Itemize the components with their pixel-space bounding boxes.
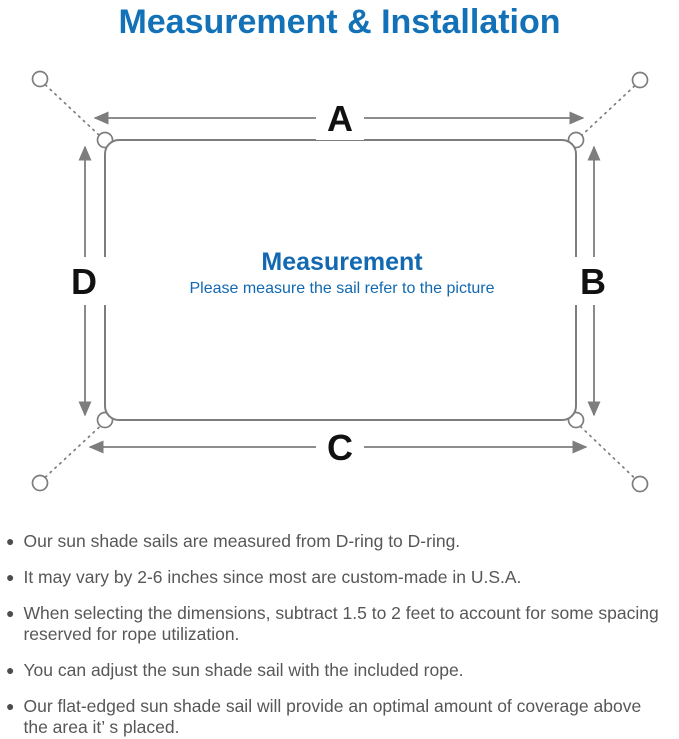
anchor-ring-top-right (631, 71, 649, 89)
center-subheading: Please measure the sail refer to the pic… (189, 280, 494, 297)
note-text: You can adjust the sun shade sail with t… (23, 660, 464, 680)
bullet-icon: ● (6, 605, 15, 621)
label-box-c (316, 425, 364, 469)
bullet-icon: ● (6, 569, 15, 585)
center-heading: Measurement (261, 248, 423, 276)
page-title: Measurement & Installation (118, 3, 561, 41)
note-text: Our sun shade sails are measured from D-… (23, 531, 461, 551)
dimension-label-d: D (71, 261, 97, 302)
bullet-icon: ● (6, 698, 15, 714)
rope-line-bottom-left (44, 425, 102, 478)
anchor-ring-bottom-left (31, 474, 49, 492)
dimension-label-b: B (580, 261, 606, 302)
dimension-label-c: C (327, 427, 353, 468)
label-box-a (316, 96, 364, 140)
bullet-icon: ● (6, 662, 15, 678)
list-item: ● Our flat-edged sun shade sail will pro… (6, 696, 675, 738)
rope-line-top-right (579, 85, 636, 138)
bullet-icon: ● (6, 533, 15, 549)
note-text: When selecting the dimensions, subtract … (23, 603, 659, 644)
label-box-b (569, 257, 619, 305)
rope-line-top-left (44, 84, 102, 138)
sail-measurement-diagram: A C D B Measurement Please measure the s… (0, 50, 679, 510)
label-box-d (60, 257, 110, 305)
list-item: ● When selecting the dimensions, subtrac… (6, 603, 675, 645)
rope-line-bottom-right (579, 425, 636, 479)
list-item: ● You can adjust the sun shade sail with… (6, 660, 675, 681)
diagram-canvas: A C D B Measurement Please measure the s… (31, 70, 649, 493)
dimension-label-a: A (327, 98, 353, 139)
list-item: ● It may vary by 2-6 inches since most a… (6, 567, 675, 588)
anchor-ring-bottom-right (631, 475, 649, 493)
list-item: ● Our sun shade sails are measured from … (6, 531, 675, 552)
note-text: Our flat-edged sun shade sail will provi… (23, 696, 642, 737)
anchor-ring-top-left (31, 70, 49, 88)
note-text: It may vary by 2-6 inches since most are… (23, 567, 522, 587)
notes-list: ● Our sun shade sails are measured from … (6, 531, 675, 739)
